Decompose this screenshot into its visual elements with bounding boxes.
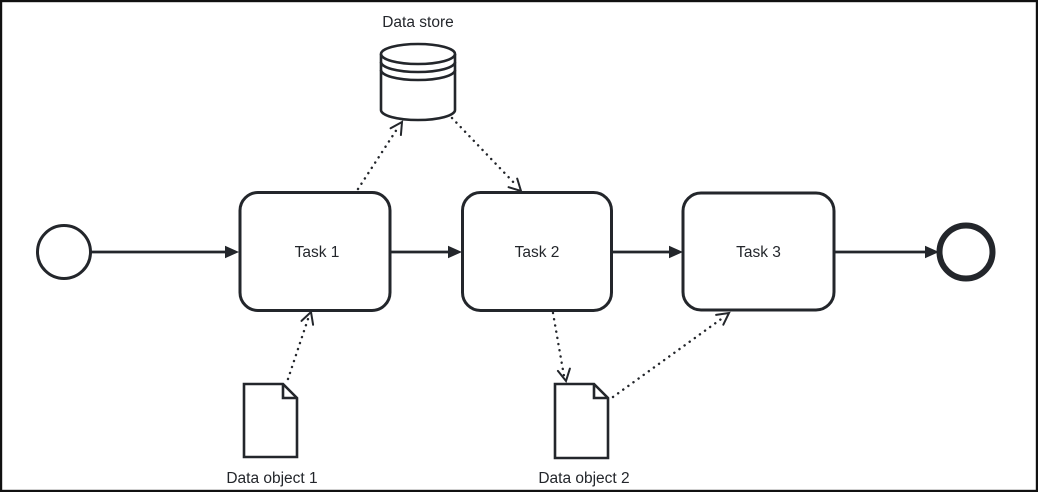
start-event-circle bbox=[36, 224, 92, 280]
association-line bbox=[286, 314, 311, 381]
data-object-2-node: Data object 2 bbox=[538, 382, 630, 487]
task-1-label: Task 1 bbox=[295, 244, 340, 261]
data-association-task2-to-dataobject2 bbox=[551, 311, 571, 384]
open-arrowhead-icon bbox=[507, 177, 523, 193]
data-association-dataobject2-to-task3 bbox=[611, 311, 731, 399]
task-3-label: Task 3 bbox=[736, 244, 781, 261]
data-store-arc bbox=[379, 53, 457, 66]
association-line bbox=[356, 124, 401, 191]
association-line bbox=[551, 311, 566, 378]
task-1-node: Task 1 bbox=[238, 191, 392, 312]
arrowhead-icon bbox=[225, 245, 239, 259]
data-object-2-label: Data object 2 bbox=[538, 470, 629, 487]
task-2-shape bbox=[461, 191, 613, 312]
sequence-flow-task3-to-end bbox=[834, 245, 939, 259]
data-store-node: Data store bbox=[379, 14, 457, 122]
data-association-task1-to-datastore bbox=[356, 120, 404, 191]
task-3-shape bbox=[681, 191, 836, 312]
open-arrowhead-icon bbox=[556, 367, 571, 384]
data-store-arc bbox=[379, 69, 457, 82]
arrowhead-icon bbox=[448, 245, 462, 259]
association-line bbox=[611, 315, 726, 399]
task-3-node: Task 3 bbox=[681, 191, 836, 312]
data-object-2-fold bbox=[592, 384, 608, 400]
open-arrowhead-icon bbox=[389, 120, 404, 136]
association-line bbox=[450, 116, 519, 188]
task-1-shape bbox=[238, 191, 392, 312]
data-store-cylinder-icon bbox=[379, 42, 457, 122]
data-store-arc bbox=[379, 61, 457, 74]
data-store-label: Data store bbox=[382, 14, 454, 31]
sequence-flow-task1-to-task2 bbox=[390, 245, 462, 259]
data-association-datastore-to-task2 bbox=[450, 116, 523, 193]
task-2-node: Task 2 bbox=[461, 191, 613, 312]
arrowhead-icon bbox=[669, 245, 683, 259]
arrowhead-icon bbox=[925, 245, 939, 259]
data-object-1-document-icon bbox=[242, 382, 299, 459]
data-object-1-fold bbox=[281, 384, 297, 400]
data-object-2-document-icon bbox=[553, 382, 610, 460]
data-object-1-label: Data object 1 bbox=[226, 470, 317, 487]
data-object-1-node: Data object 1 bbox=[226, 382, 318, 487]
data-association-dataobject1-to-task1 bbox=[286, 309, 315, 381]
end-event-circle bbox=[936, 222, 996, 282]
sequence-flow-task2-to-task3 bbox=[611, 245, 683, 259]
open-arrowhead-icon bbox=[715, 311, 731, 326]
task-2-label: Task 2 bbox=[515, 244, 560, 261]
sequence-flow-start-to-task1 bbox=[91, 245, 239, 259]
